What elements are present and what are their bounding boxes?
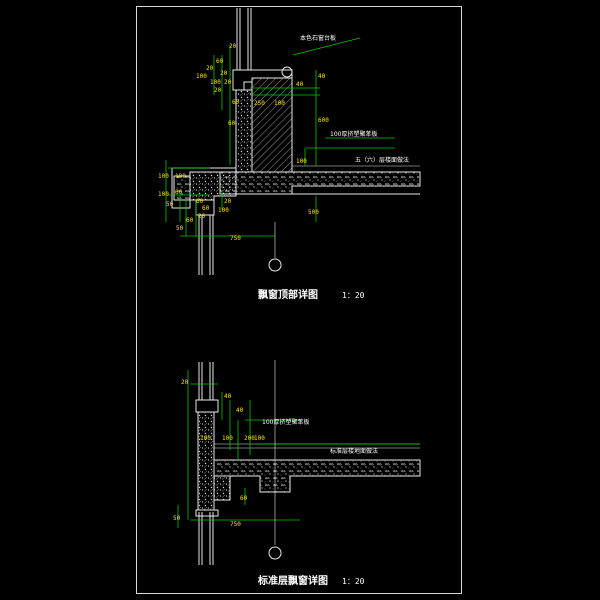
dim-text: 40 xyxy=(236,407,244,414)
dim-text: 600 xyxy=(318,117,329,124)
dim-text: 100 xyxy=(175,173,186,180)
dim-text: 500 xyxy=(308,209,319,216)
note-insulation-bottom: 100厚挤塑聚苯板 xyxy=(262,418,309,426)
axis-bubble-bottom xyxy=(268,546,282,560)
dim-text: 50 xyxy=(166,201,174,208)
sill-upper xyxy=(195,399,219,413)
insulation-lower xyxy=(189,171,237,201)
top-dimensions: 20 60 20 20 100 100 20 20 60 40 250 100 … xyxy=(158,43,329,242)
note-floor-bottom: 标准层楼地面做法 xyxy=(330,447,378,455)
dim-text: 100 xyxy=(218,207,229,214)
ref-circle-top xyxy=(281,66,293,78)
detail-title-bottom: 标准层飘窗详图 xyxy=(257,574,328,587)
dim-text: 100 xyxy=(274,100,285,107)
dim-text: 100 xyxy=(210,79,221,86)
bottom-detail xyxy=(177,360,421,565)
dim-text: 750 xyxy=(230,521,241,528)
dim-text: 40 xyxy=(224,393,232,400)
top-detail xyxy=(165,8,421,275)
dim-text: 20 xyxy=(224,198,232,205)
window-frame-lines xyxy=(198,8,252,275)
dim-text: 200 xyxy=(244,435,255,442)
insulation-vertical xyxy=(197,411,215,511)
drawing-frame xyxy=(136,6,462,594)
axis-bubble-top xyxy=(268,258,282,272)
dim-text: 100 xyxy=(296,158,307,165)
detail-scale-top: 1：20 xyxy=(342,291,365,300)
dim-text: 20 xyxy=(229,43,237,50)
dim-text: 60 xyxy=(186,217,194,224)
concrete-upstand xyxy=(251,77,293,173)
dimension-lines xyxy=(165,37,395,237)
dim-text: 100 xyxy=(196,73,207,80)
dim-text: 100 xyxy=(254,435,265,442)
dim-text: 20 xyxy=(206,65,214,72)
dim-text: 20 xyxy=(198,213,206,220)
dim-text: 250 xyxy=(254,100,265,107)
window-frame-lines xyxy=(198,362,214,565)
dim-text: 60 xyxy=(175,189,183,196)
dim-text: 20 xyxy=(214,87,222,94)
dim-text: 60 xyxy=(196,198,204,205)
dim-text: 20 xyxy=(224,79,232,86)
bottom-dimensions: 20 40 40 100 100 200 100 60 50 750 xyxy=(173,379,265,528)
dim-text: 100 xyxy=(200,435,211,442)
dim-text: 40 xyxy=(296,81,304,88)
dim-text: 750 xyxy=(230,235,241,242)
dim-text: 40 xyxy=(318,73,326,80)
dim-text: 50 xyxy=(176,225,184,232)
note-floor-top: 五（六）层楼面做法 xyxy=(355,156,409,164)
dimension-lines xyxy=(177,370,420,528)
dim-text: 60 xyxy=(202,205,210,212)
dim-text: 20 xyxy=(220,70,228,77)
dim-text: 60 xyxy=(228,120,236,127)
note-sill-board: 本色石窗台板 xyxy=(300,34,336,42)
dim-text: 100 xyxy=(222,435,233,442)
detail-scale-bottom: 1：20 xyxy=(342,577,365,586)
dim-text: 50 xyxy=(173,515,181,522)
dim-text: 20 xyxy=(181,379,189,386)
dim-text: 60 xyxy=(232,99,240,106)
dim-text: 100 xyxy=(158,173,169,180)
detail-title-top: 飘窗顶部详图 xyxy=(258,288,318,301)
floor-slab xyxy=(219,171,421,195)
dim-text: 60 xyxy=(240,495,248,502)
note-insulation-top: 100厚挤塑聚苯板 xyxy=(330,130,377,138)
dim-text: 60 xyxy=(216,58,224,65)
floor-slab-bottom xyxy=(213,459,421,493)
dim-text: 100 xyxy=(158,191,169,198)
